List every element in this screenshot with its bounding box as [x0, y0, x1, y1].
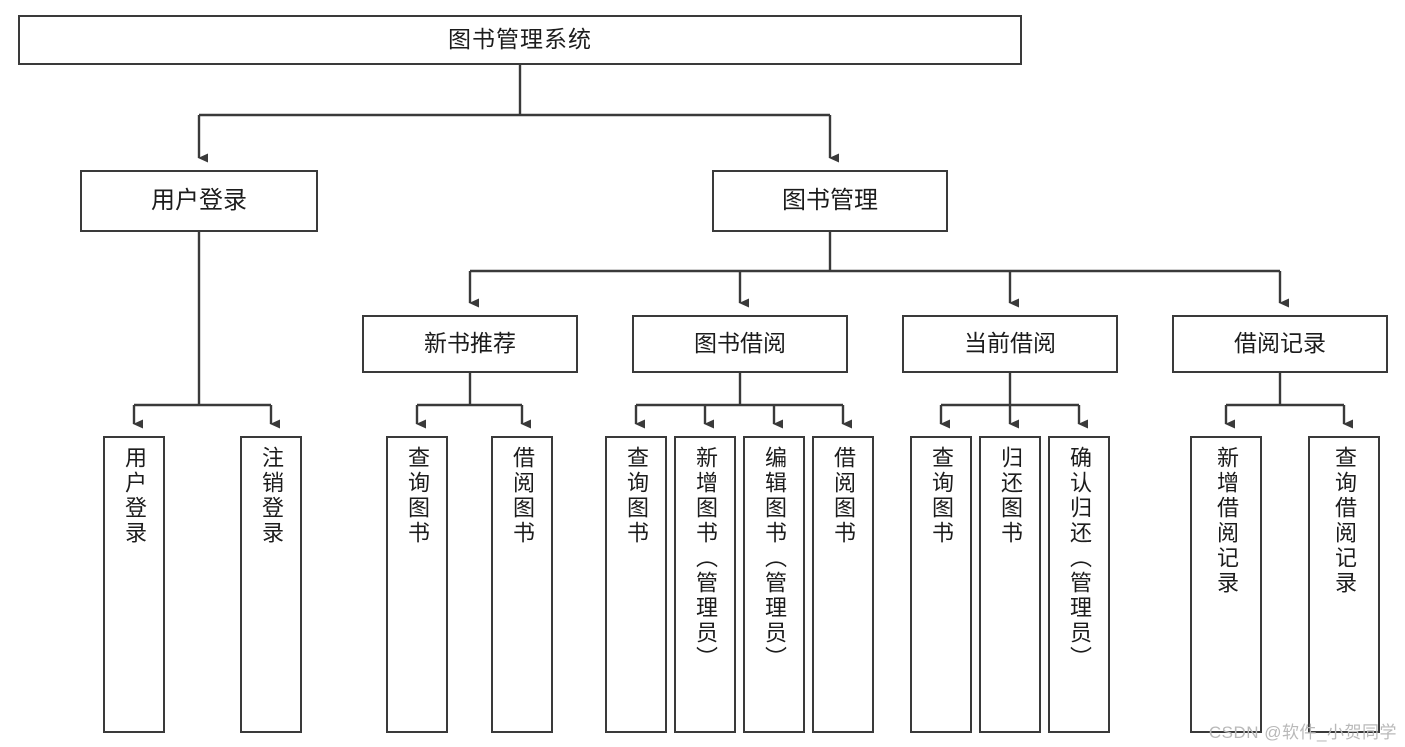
node-current-borrow-label: 当前借阅: [964, 330, 1056, 357]
leaf-borrow-record-add-label: 新增借阅记录: [1214, 446, 1239, 596]
leaf-book-borrow-edit-label: 编辑图书（管理员）: [762, 446, 787, 671]
node-user-login-label: 用户登录: [151, 186, 247, 214]
leaf-current-borrow-query-label: 查询图书: [929, 446, 954, 546]
node-borrow-record-label: 借阅记录: [1234, 330, 1326, 357]
node-book-borrow[interactable]: 图书借阅: [632, 315, 848, 373]
leaf-current-borrow-query[interactable]: 查询图书: [910, 436, 972, 733]
node-current-borrow[interactable]: 当前借阅: [902, 315, 1118, 373]
leaf-current-borrow-confirm-return-label: 确认归还（管理员）: [1067, 446, 1092, 671]
leaf-book-borrow-add-label: 新增图书（管理员）: [693, 446, 718, 671]
leaf-user-login-signin-label: 用户登录: [122, 446, 147, 546]
leaf-user-login-signout-label: 注销登录: [259, 446, 284, 546]
node-root-system[interactable]: 图书管理系统: [18, 15, 1022, 65]
leaf-current-borrow-return-label: 归还图书: [998, 446, 1023, 546]
node-root-system-label: 图书管理系统: [448, 26, 592, 53]
leaf-book-borrow-borrow[interactable]: 借阅图书: [812, 436, 874, 733]
leaf-book-borrow-borrow-label: 借阅图书: [831, 446, 856, 546]
node-book-borrow-label: 图书借阅: [694, 330, 786, 357]
leaf-book-borrow-query-label: 查询图书: [624, 446, 649, 546]
leaf-borrow-record-add[interactable]: 新增借阅记录: [1190, 436, 1262, 733]
leaf-borrow-record-query-label: 查询借阅记录: [1332, 446, 1357, 596]
leaf-book-borrow-add[interactable]: 新增图书（管理员）: [674, 436, 736, 733]
leaf-new-book-query-label: 查询图书: [405, 446, 430, 546]
leaf-current-borrow-confirm-return[interactable]: 确认归还（管理员）: [1048, 436, 1110, 733]
node-borrow-record[interactable]: 借阅记录: [1172, 315, 1388, 373]
leaf-new-book-query[interactable]: 查询图书: [386, 436, 448, 733]
leaf-book-borrow-edit[interactable]: 编辑图书（管理员）: [743, 436, 805, 733]
leaf-book-borrow-query[interactable]: 查询图书: [605, 436, 667, 733]
node-new-book-recommend[interactable]: 新书推荐: [362, 315, 578, 373]
leaf-new-book-borrow[interactable]: 借阅图书: [491, 436, 553, 733]
node-book-management-label: 图书管理: [782, 186, 878, 214]
leaf-borrow-record-query[interactable]: 查询借阅记录: [1308, 436, 1380, 733]
leaf-user-login-signin[interactable]: 用户登录: [103, 436, 165, 733]
leaf-current-borrow-return[interactable]: 归还图书: [979, 436, 1041, 733]
leaf-user-login-signout[interactable]: 注销登录: [240, 436, 302, 733]
node-user-login[interactable]: 用户登录: [80, 170, 318, 232]
node-new-book-recommend-label: 新书推荐: [424, 330, 516, 357]
leaf-new-book-borrow-label: 借阅图书: [510, 446, 535, 546]
node-book-management[interactable]: 图书管理: [712, 170, 948, 232]
